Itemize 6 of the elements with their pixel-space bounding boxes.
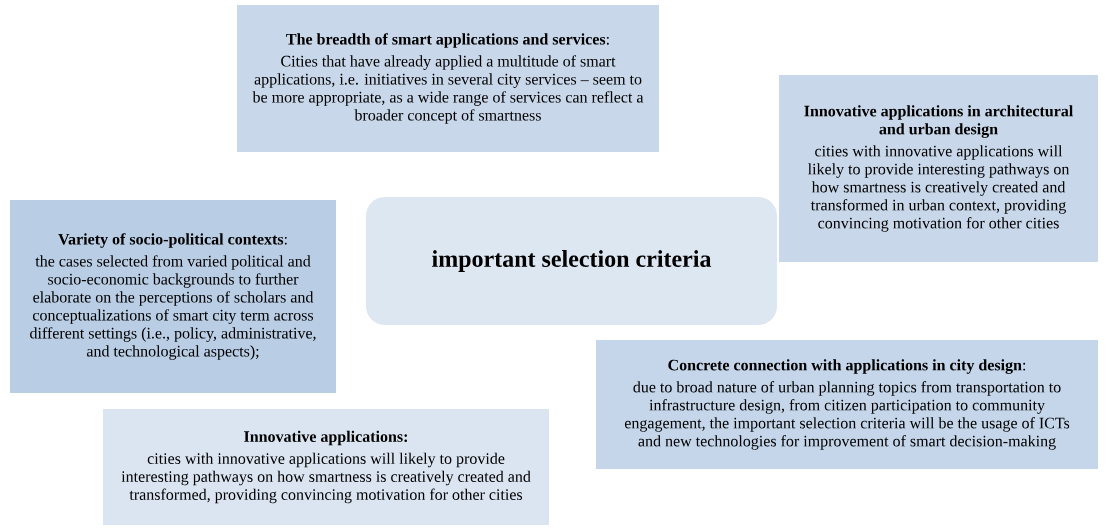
- criteria-box: Concrete connection with applications in city design: due to broad nature of urban planning topics from transportation to infrastructure design, from citizen participation to community engagement, the important selection criteria will be the usage of ICTs and new technologies for improvement of smart decision-making: [596, 339, 1098, 470]
- criteria-box: The breadth of smart applications and services: Cities that have already applied a multitude of smart applications, i.e. initiatives in several city services – seem to be more appropriate, as a wide range of services can reflect a broader concept of smartness: [237, 5, 659, 152]
- criteria-box: Innovative applications: cities with innovative applications will likely to provide interesting pathways on how smartness is creatively created and transformed, providing convincing motivation for other cities: [103, 409, 549, 525]
- criteria-box: Innovative applications in architectural and urban design cities with innovative applications will likely to provide interesting pathways on how smartness is creatively created and transformed in urban context, providing convincing motivation for other cities: [779, 75, 1098, 262]
- central-box: important selection criteria: [366, 197, 777, 325]
- criteria-box: Variety of socio-political contexts: the cases selected from varied political and socio-economic backgrounds to further elaborate on the perceptions of scholars and conceptualizations of smart city term across different settings (i.e., policy, administrative, and technological aspects);: [10, 199, 336, 394]
